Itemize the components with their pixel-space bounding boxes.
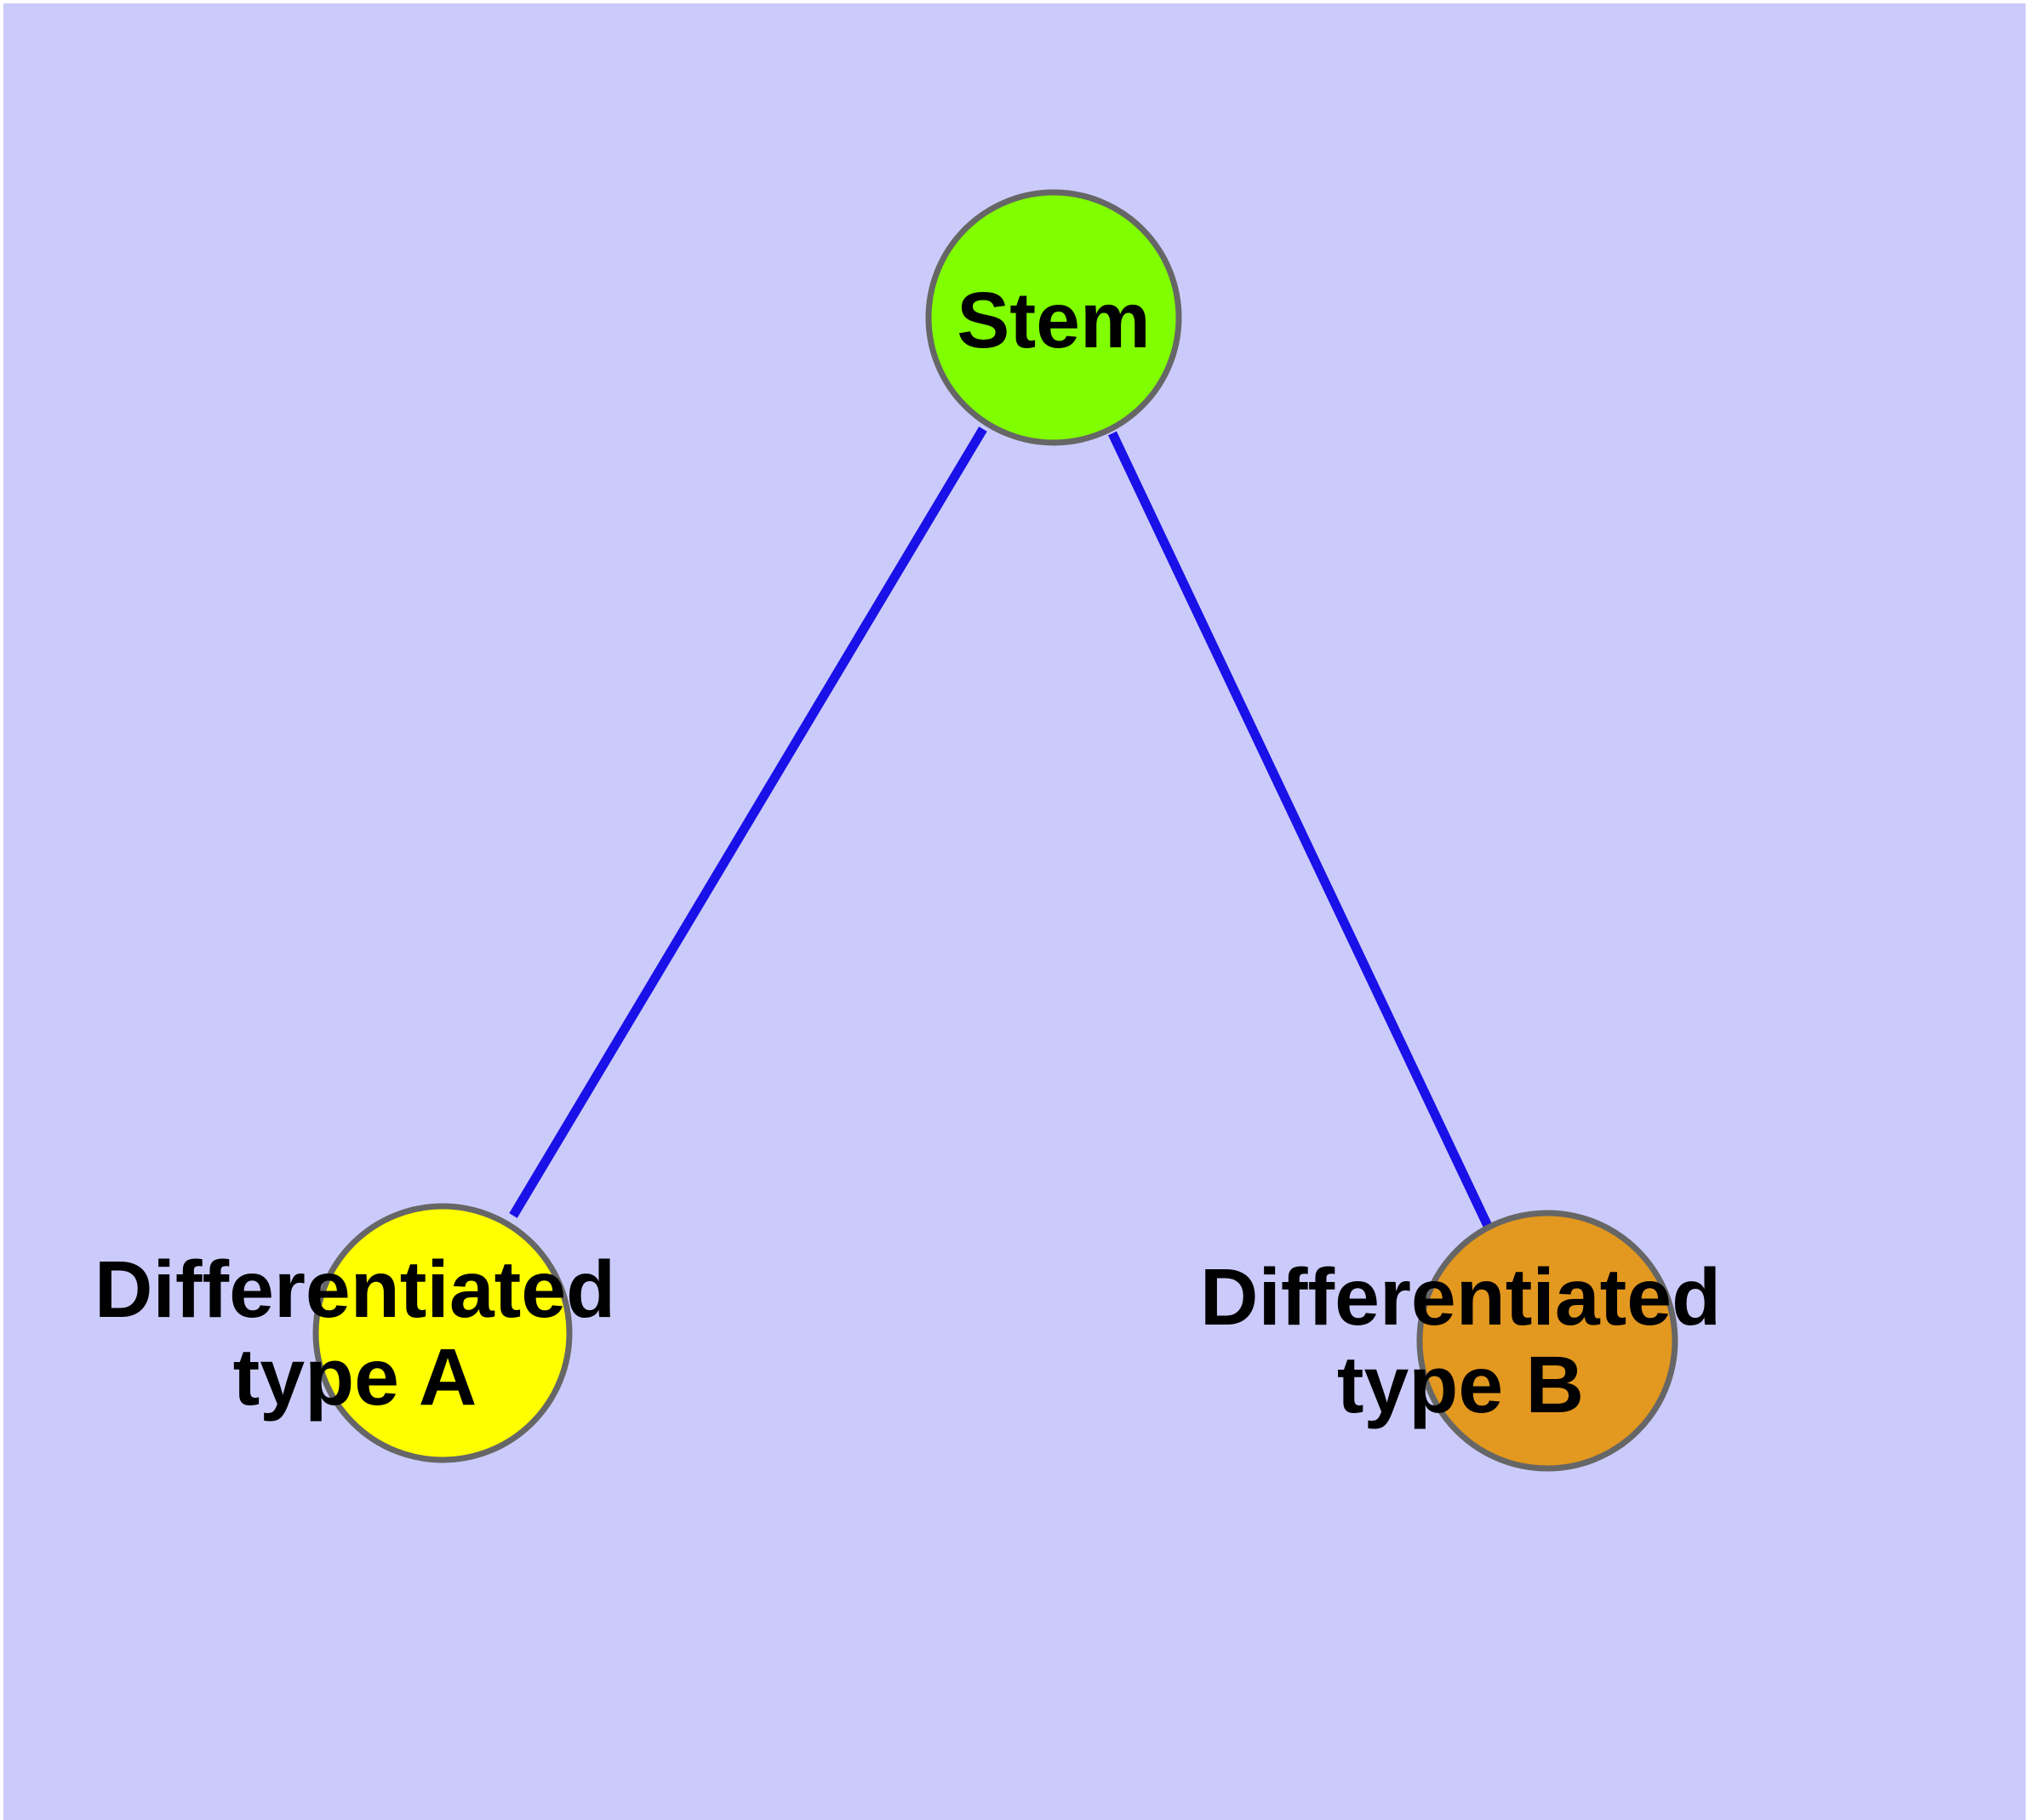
node-stem[interactable]: Stem bbox=[925, 189, 1182, 446]
node-differentiated-type-b-label-line-1: Differentiated bbox=[1200, 1252, 1721, 1342]
node-differentiated-type-a-label-line-2: type A bbox=[233, 1332, 477, 1422]
edges-layer bbox=[509, 426, 1492, 1228]
nodes-layer: Stem Differentiated type A Differentiate… bbox=[94, 189, 1721, 1472]
node-differentiated-type-a-label-line-1: Differentiated bbox=[94, 1245, 615, 1335]
edge-stem-to-diff-a bbox=[509, 426, 987, 1218]
node-differentiated-type-a-circle[interactable] bbox=[312, 1203, 573, 1463]
node-differentiated-type-b-circle[interactable] bbox=[1416, 1210, 1678, 1472]
node-stem-circle[interactable] bbox=[925, 189, 1182, 446]
edge-stem-to-diff-b bbox=[1108, 431, 1492, 1228]
node-stem-label-line-1: Stem bbox=[957, 276, 1150, 364]
node-differentiated-type-b[interactable]: Differentiated type B bbox=[1200, 1210, 1721, 1472]
node-differentiated-type-a[interactable]: Differentiated type A bbox=[94, 1203, 615, 1463]
node-differentiated-type-b-label-line-2: type B bbox=[1337, 1340, 1584, 1430]
